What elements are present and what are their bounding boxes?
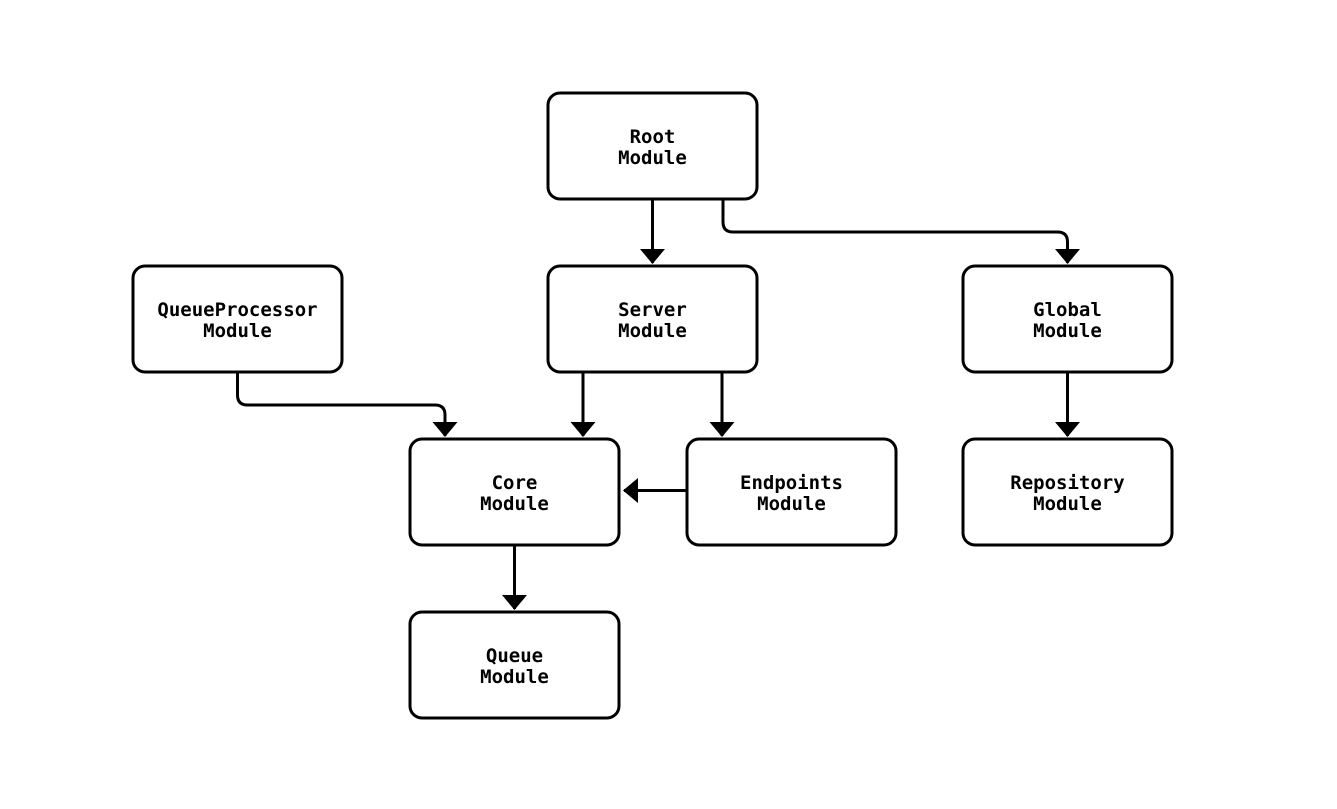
node-root-module-label-line1: Root: [630, 126, 676, 148]
node-server-module-box: [546, 264, 759, 374]
node-queue-module-label-line2: Module: [480, 666, 549, 688]
node-queue-module-label-line1: Queue: [486, 645, 543, 667]
node-endpoints-module-label-line2: Module: [757, 493, 826, 515]
node-queueprocessor-module-label-line1: QueueProcessor: [157, 299, 317, 321]
node-endpoints-module: Endpoints Module: [685, 437, 898, 547]
node-server-module-label-line2: Module: [618, 320, 687, 342]
node-core-module-label-line1: Core: [492, 472, 538, 494]
node-server-module: Server Module: [546, 264, 759, 374]
node-repository-module-box: [961, 437, 1174, 547]
node-endpoints-module-label-line1: Endpoints: [740, 472, 843, 494]
node-queueprocessor-module: QueueProcessor Module: [131, 264, 344, 374]
node-repository-module-label-line1: Repository: [1010, 472, 1124, 494]
node-queue-module: Queue Module: [408, 610, 621, 720]
node-repository-module: Repository Module: [961, 437, 1174, 547]
node-global-module-box: [961, 264, 1174, 374]
node-root-module-label-line2: Module: [618, 147, 687, 169]
node-queue-module-box: [408, 610, 621, 720]
node-global-module-label-line1: Global: [1033, 299, 1102, 321]
node-endpoints-module-box: [685, 437, 898, 547]
node-server-module-label-line1: Server: [618, 299, 687, 321]
node-root-module: Root Module: [546, 91, 759, 201]
node-repository-module-label-line2: Module: [1033, 493, 1102, 515]
node-core-module: Core Module: [408, 437, 621, 547]
edge-root-to-global: [721, 199, 1080, 264]
node-global-module-label-line2: Module: [1033, 320, 1102, 342]
node-global-module: Global Module: [961, 264, 1174, 374]
node-core-module-box: [408, 437, 621, 547]
node-root-module-box: [546, 91, 759, 201]
edge-queueprocessor-to-core: [236, 372, 458, 437]
node-core-module-label-line2: Module: [480, 493, 549, 515]
node-queueprocessor-module-label-line2: Module: [203, 320, 272, 342]
node-queueprocessor-module-box: [131, 264, 344, 374]
